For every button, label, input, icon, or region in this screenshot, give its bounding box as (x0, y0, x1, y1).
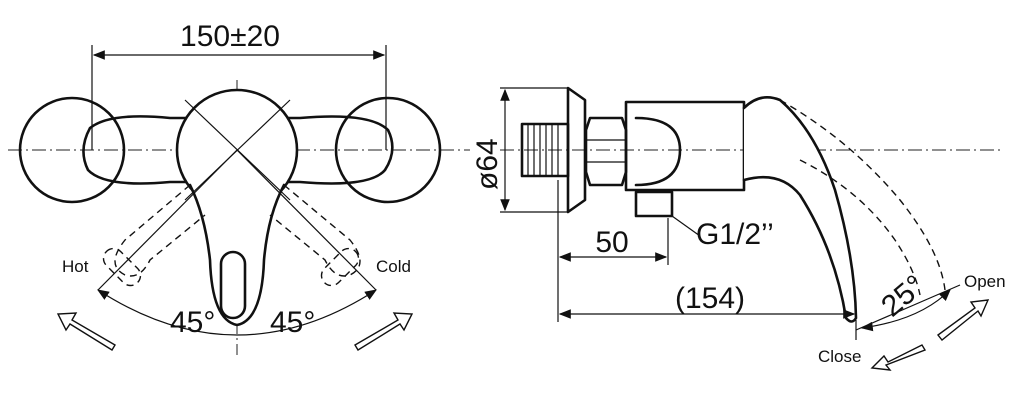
angle-left: 45° (170, 306, 215, 339)
close-label: Close (818, 347, 861, 366)
body-curve (634, 116, 682, 187)
side-view: ø64 G1/2’’ 50 (154) 25° Open Close (471, 86, 1006, 371)
angle-arc (96, 289, 378, 336)
hot-rotation-arrow (56, 312, 116, 351)
diameter-dimension: ø64 (471, 138, 504, 190)
hot-label: Hot (62, 257, 89, 276)
cold-label: Cold (376, 257, 411, 276)
threaded-nipple (520, 122, 570, 178)
handle-slot (219, 250, 247, 320)
handle-cold-position (269, 184, 361, 277)
lever-open-position (779, 99, 946, 291)
connection-nut (584, 116, 628, 187)
close-arrow (870, 344, 927, 371)
cold-rotation-arrow (354, 312, 414, 351)
angle-right: 45° (270, 306, 315, 339)
thread-label: G1/2’’ (696, 218, 774, 251)
length-dimension: (154) (675, 282, 745, 315)
lever-side (742, 96, 858, 323)
offset-dimension: 50 (595, 226, 628, 259)
angle-label: 25° (875, 269, 931, 323)
open-arrow (936, 299, 990, 341)
open-label: Open (964, 272, 1006, 291)
left-flange (18, 96, 126, 204)
lever-handle (188, 183, 286, 327)
width-dimension: 150±20 (180, 20, 280, 53)
inlet-thread (634, 190, 674, 218)
right-flange (334, 96, 442, 204)
mixer-body-side (624, 100, 746, 192)
body-bar (82, 115, 394, 185)
handle-hot-position (114, 184, 206, 277)
front-view: 150±20 45° 45° Hot Cold (8, 20, 470, 355)
